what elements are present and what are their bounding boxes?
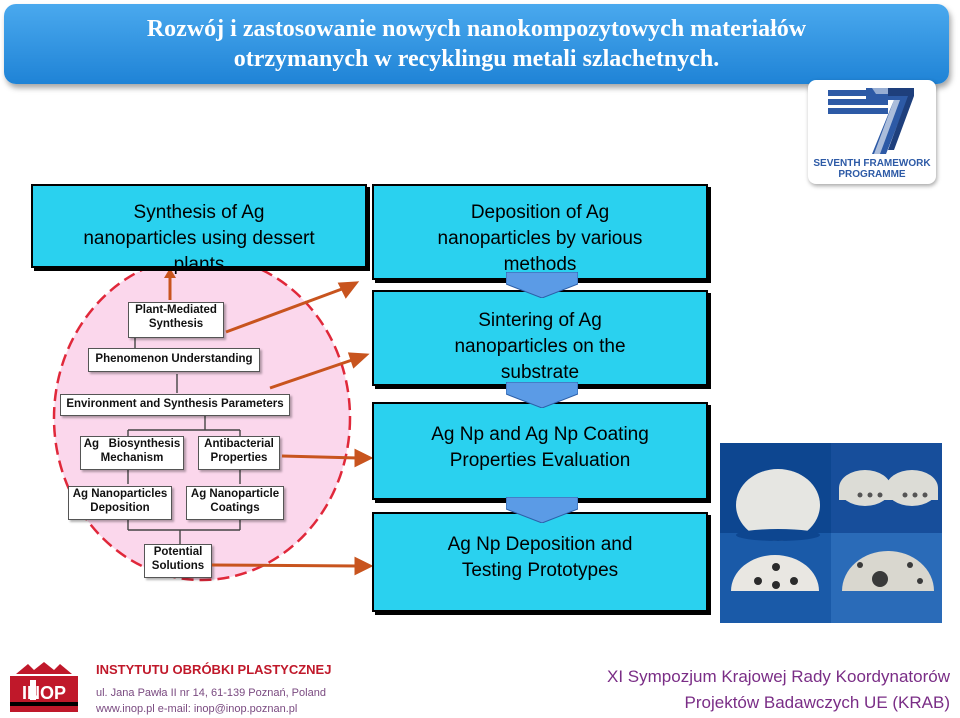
down-arrow-icon <box>506 382 578 408</box>
fp7-line-2: PROGRAMME <box>838 169 906 180</box>
down-arrow-icon <box>506 497 578 523</box>
symposium-line-1: XI Sympozjum Krajowej Rady Koordynatorów <box>607 667 950 686</box>
dome-photo-1 <box>736 469 820 541</box>
symposium-text: XI Sympozjum Krajowej Rady Koordynatorów… <box>607 664 950 716</box>
arrow-head-icon <box>347 352 370 369</box>
institute-name: INSTYTUTU OBRÓBKI PLASTYCZNEJ <box>96 662 332 677</box>
fp7-line-1: SEVENTH FRAMEWORK <box>813 158 931 169</box>
symposium-line-2: Projektów Badawczych UE (KRAB) <box>684 693 950 712</box>
diagram-connectors <box>127 338 241 544</box>
title-banner: Rozwój i zastosowanie nowych nanokompozy… <box>4 4 949 84</box>
diagram-box-environment: Environment and Synthesis Parameters <box>60 394 290 416</box>
inop-logo: INOP <box>6 662 82 712</box>
institute-contact: www.inop.pl e-mail: inop@inop.poznan.pl <box>96 703 298 715</box>
fp7-logo: SEVENTH FRAMEWORK PROGRAMME <box>808 80 936 184</box>
title-line-2: otrzymanych w recyklingu metali szlachet… <box>233 46 720 72</box>
title-line-1: Rozwój i zastosowanie nowych nanokompozy… <box>146 16 807 42</box>
inop-logo-text: INOP <box>22 683 66 703</box>
diagram-box-phenomenon: Phenomenon Understanding <box>88 348 260 372</box>
arrow-head-icon <box>354 556 374 576</box>
process-arrows <box>211 281 374 576</box>
arrow-head-icon <box>337 281 360 299</box>
arrow-head-icon <box>354 448 374 468</box>
down-arrow-icon <box>506 272 578 298</box>
prototype-photos <box>720 443 942 623</box>
institute-address: ul. Jana Pawła II nr 14, 61-139 Poznań, … <box>96 687 326 699</box>
fp7-text: SEVENTH FRAMEWORK PROGRAMME <box>808 158 936 180</box>
up-arrow-icon <box>164 268 176 300</box>
fp7-emblem-icon <box>828 88 914 154</box>
